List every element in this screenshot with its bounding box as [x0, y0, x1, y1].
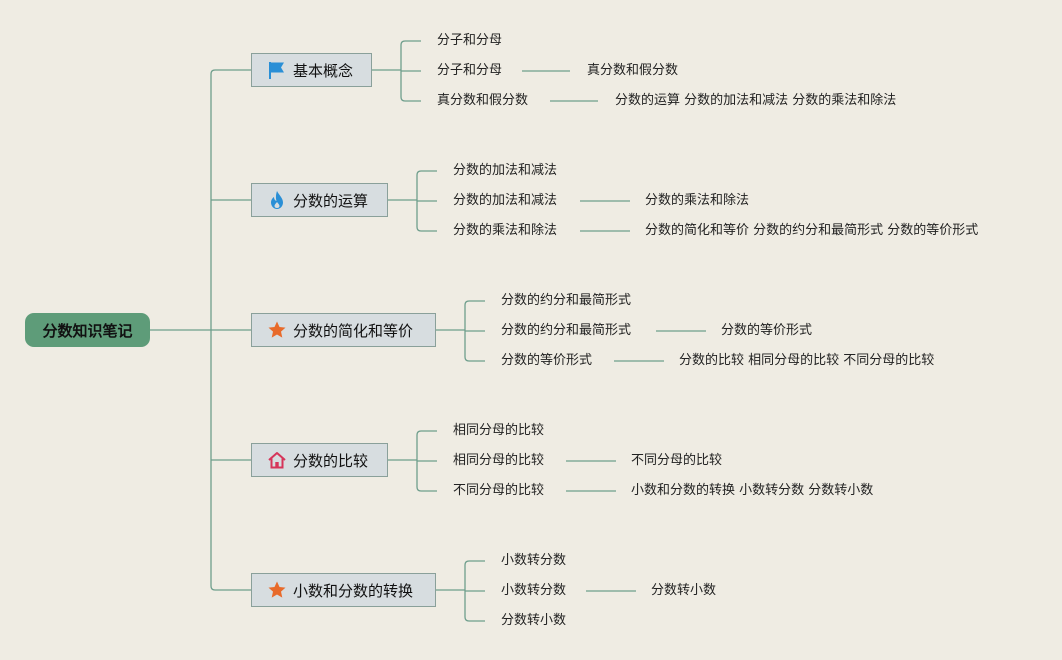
leaf-item[interactable]: 真分数和假分数: [437, 93, 529, 108]
linked-note[interactable]: 分数的等价形式: [721, 323, 813, 338]
leaf-item[interactable]: 分数的加法和减法: [453, 193, 558, 208]
leaf-item[interactable]: 不同分母的比较: [453, 483, 545, 498]
flag-icon: [267, 60, 287, 80]
linked-note[interactable]: 不同分母的比较: [631, 453, 723, 468]
linked-note[interactable]: 分数的运算 分数的加法和减法 分数的乘法和除法: [615, 93, 897, 108]
linked-note[interactable]: 分数的比较 相同分母的比较 不同分母的比较: [679, 353, 935, 368]
home-icon: [267, 450, 287, 470]
branch-decimal-fraction-conversion[interactable]: 小数和分数的转换: [251, 573, 436, 607]
leaf-item[interactable]: 分子和分母: [437, 63, 503, 78]
leaf-item[interactable]: 分数的约分和最简形式: [501, 323, 632, 338]
flame-icon: [267, 190, 287, 210]
branch-simplification-equivalence[interactable]: 分数的简化和等价: [251, 313, 436, 347]
linked-note[interactable]: 分数的简化和等价 分数的约分和最简形式 分数的等价形式: [645, 223, 979, 238]
linked-note[interactable]: 分数的乘法和除法: [645, 193, 750, 208]
leaf-item[interactable]: 分数转小数: [501, 613, 567, 628]
branch-label: 小数和分数的转换: [293, 581, 414, 600]
root-node[interactable]: 分数知识笔记: [25, 313, 150, 347]
branch-label: 基本概念: [293, 61, 354, 80]
branch-basic-concepts[interactable]: 基本概念: [251, 53, 372, 87]
branch-label: 分数的运算: [293, 191, 369, 210]
star-icon: [267, 580, 287, 600]
branch-fraction-operations[interactable]: 分数的运算: [251, 183, 388, 217]
star-icon: [267, 320, 287, 340]
branch-label: 分数的比较: [293, 451, 369, 470]
leaf-item[interactable]: 相同分母的比较: [453, 423, 545, 438]
branch-label: 分数的简化和等价: [293, 321, 414, 340]
linked-note[interactable]: 小数和分数的转换 小数转分数 分数转小数: [631, 483, 874, 498]
leaf-item[interactable]: 分数的加法和减法: [453, 163, 558, 178]
linked-note[interactable]: 真分数和假分数: [587, 63, 679, 78]
leaf-item[interactable]: 分子和分母: [437, 33, 503, 48]
branch-fraction-comparison[interactable]: 分数的比较: [251, 443, 388, 477]
leaf-item[interactable]: 分数的乘法和除法: [453, 223, 558, 238]
leaf-item[interactable]: 分数的约分和最简形式: [501, 293, 632, 308]
linked-note[interactable]: 分数转小数: [651, 583, 717, 598]
leaf-item[interactable]: 相同分母的比较: [453, 453, 545, 468]
leaf-item[interactable]: 小数转分数: [501, 553, 567, 568]
leaf-item[interactable]: 小数转分数: [501, 583, 567, 598]
leaf-item[interactable]: 分数的等价形式: [501, 353, 593, 368]
root-label: 分数知识笔记: [42, 321, 133, 340]
